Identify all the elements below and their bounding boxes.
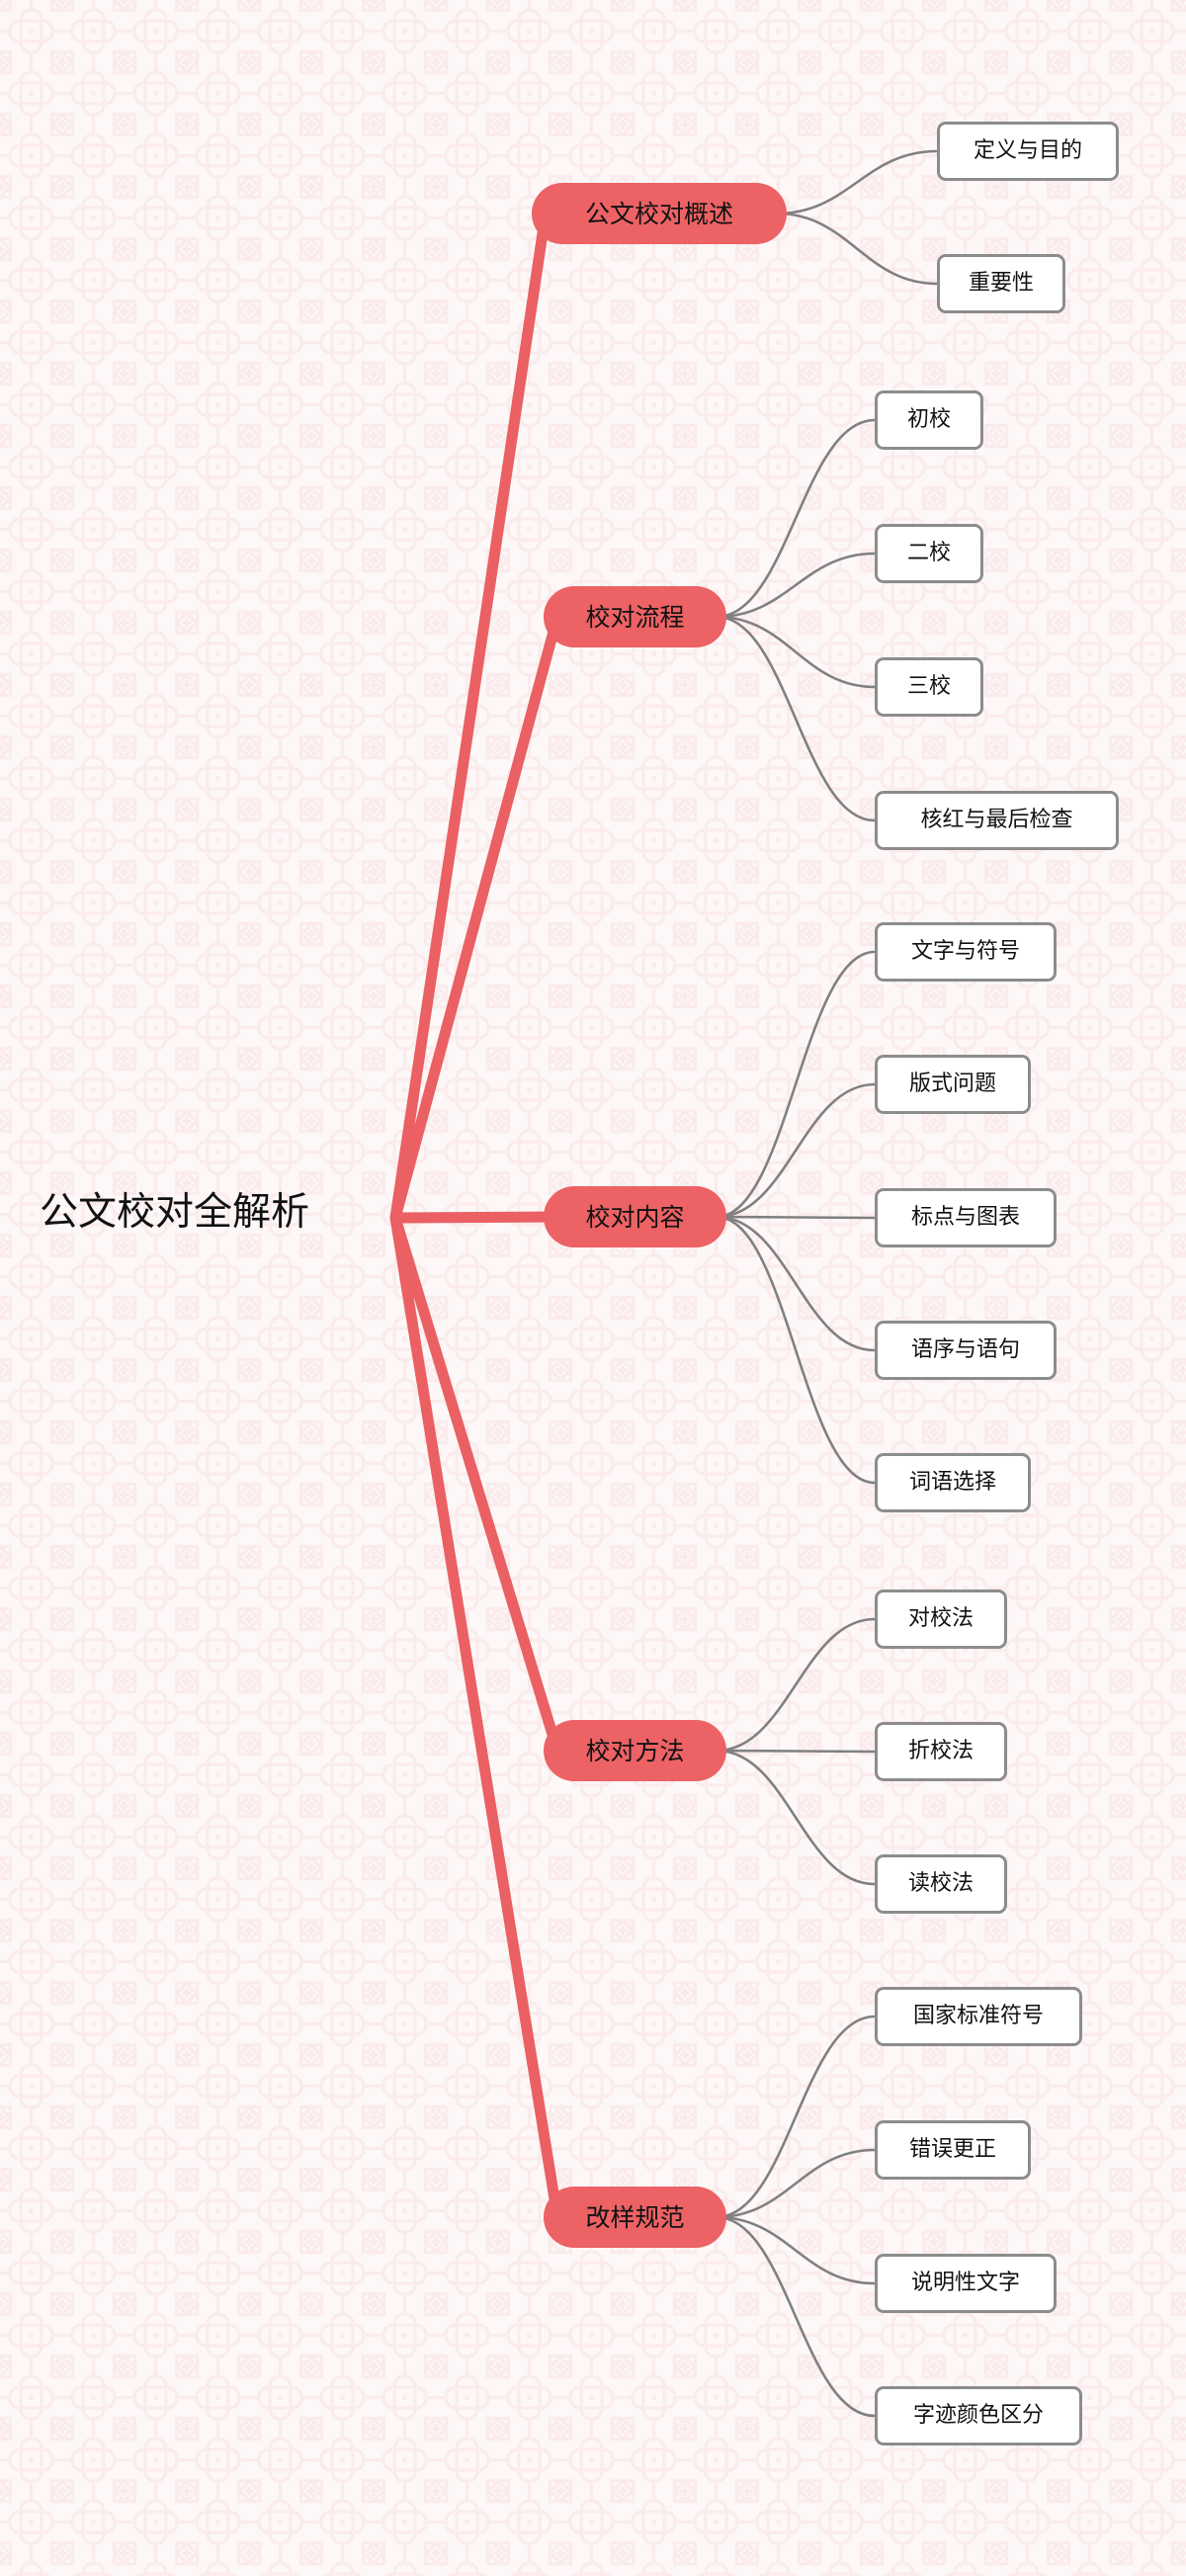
trunk-edge <box>389 208 551 1224</box>
leaf-node[interactable]: 标点与图表 <box>875 1188 1057 1247</box>
leaf-node-label: 定义与目的 <box>973 138 1082 163</box>
leaf-node[interactable]: 文字与符号 <box>875 922 1057 982</box>
leaf-edge <box>715 2215 877 2418</box>
leaf-node[interactable]: 国家标准符号 <box>875 1987 1082 2046</box>
leaf-node-label: 读校法 <box>907 1871 974 1896</box>
leaf-node[interactable]: 语序与语句 <box>875 1321 1057 1380</box>
branch-node-label: 公文校对概述 <box>584 199 733 228</box>
leaf-edges <box>715 149 939 2418</box>
leaf-edge <box>715 1215 877 1220</box>
trunk-edge <box>389 611 563 1224</box>
leaf-edge <box>715 1749 877 1886</box>
leaf-edge <box>715 1617 877 1753</box>
leaf-node[interactable]: 三校 <box>875 657 983 717</box>
leaf-edge <box>775 149 939 215</box>
branch-node-label: 校对方法 <box>585 1736 685 1765</box>
leaf-edge <box>715 552 877 619</box>
leaf-node[interactable]: 定义与目的 <box>937 122 1119 181</box>
leaf-node[interactable]: 说明性文字 <box>875 2254 1057 2313</box>
leaf-edge <box>715 1215 877 1352</box>
leaf-node[interactable]: 二校 <box>875 524 983 583</box>
leaf-node-label: 国家标准符号 <box>912 2004 1044 2028</box>
leaf-node-label: 折校法 <box>907 1739 974 1763</box>
leaf-node[interactable]: 字迹颜色区分 <box>875 2386 1082 2446</box>
leaf-node-label: 三校 <box>906 674 951 699</box>
branch-node-label: 改样规范 <box>585 2202 685 2232</box>
branch-node-label: 校对流程 <box>585 602 685 632</box>
trunk-edge <box>389 1211 563 1224</box>
branch-node[interactable]: 公文校对概述 <box>532 183 787 244</box>
leaf-node[interactable]: 读校法 <box>875 1854 1007 1914</box>
root-node[interactable]: 公文校对全解析 <box>40 1190 310 1235</box>
leaf-edge <box>715 1749 877 1754</box>
leaf-node-label: 字迹颜色区分 <box>912 2403 1044 2428</box>
leaf-node-label: 二校 <box>906 541 951 565</box>
branch-node[interactable]: 校对流程 <box>544 586 726 647</box>
leaf-node[interactable]: 重要性 <box>937 254 1065 313</box>
leaf-node[interactable]: 核红与最后检查 <box>875 791 1119 850</box>
leaf-node-label: 对校法 <box>907 1606 974 1631</box>
leaf-edge <box>715 1215 877 1485</box>
leaf-edge <box>775 212 939 286</box>
leaf-node-label: 初校 <box>906 407 951 432</box>
leaf-node-label: 说明性文字 <box>910 2271 1020 2295</box>
leaf-node[interactable]: 词语选择 <box>875 1453 1031 1512</box>
branch-node-label: 校对内容 <box>585 1202 685 1232</box>
leaf-edge <box>715 950 877 1219</box>
leaf-node[interactable]: 错误更正 <box>875 2120 1031 2180</box>
leaf-edge <box>715 615 877 689</box>
branch-node[interactable]: 校对方法 <box>544 1720 726 1781</box>
leaf-edge <box>715 1082 877 1219</box>
trunk-edges <box>389 208 563 2223</box>
leaf-edge <box>715 418 877 619</box>
leaf-node-label: 重要性 <box>968 271 1034 296</box>
branch-node[interactable]: 校对内容 <box>544 1186 726 1247</box>
leaf-node-label: 语序与语句 <box>910 1337 1020 1362</box>
leaf-edge <box>715 615 877 822</box>
branch-node[interactable]: 改样规范 <box>544 2187 726 2248</box>
leaf-node[interactable]: 对校法 <box>875 1589 1007 1649</box>
trunk-edge <box>389 1212 563 2223</box>
leaf-node[interactable]: 初校 <box>875 390 983 450</box>
leaf-node-label: 词语选择 <box>908 1470 996 1495</box>
leaf-node-label: 标点与图表 <box>910 1205 1020 1230</box>
leaf-node-label: 核红与最后检查 <box>920 808 1073 832</box>
leaf-node-label: 错误更正 <box>908 2137 996 2162</box>
leaf-node-label: 文字与符号 <box>910 939 1020 964</box>
leaf-edge <box>715 2015 877 2219</box>
leaf-edge <box>715 2148 877 2219</box>
trunk-edge <box>389 1212 563 1757</box>
leaf-node[interactable]: 折校法 <box>875 1722 1007 1781</box>
leaf-edge <box>715 2215 877 2285</box>
leaf-node[interactable]: 版式问题 <box>875 1055 1031 1114</box>
leaf-node-label: 版式问题 <box>908 1072 996 1096</box>
